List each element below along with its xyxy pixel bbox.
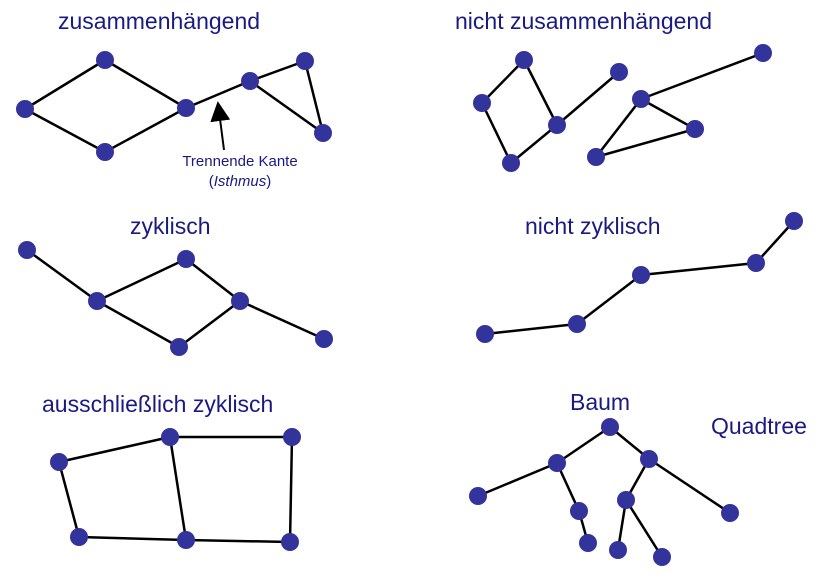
only-cyclic-node-2	[283, 428, 301, 446]
disconnected-edge-3	[510, 124, 558, 164]
disconnected-node-4	[610, 63, 628, 81]
title-only-cyclic: ausschließlich zyklisch	[42, 391, 274, 417]
acyclic-edge-3	[755, 220, 795, 264]
cyclic-edge-3	[185, 258, 241, 302]
disconnected-node-2	[548, 116, 566, 134]
connected-node-3	[177, 99, 195, 117]
cyclic-edge-0	[26, 248, 98, 303]
acyclic-edge-2	[640, 261, 757, 277]
disconnected-node-3	[502, 154, 520, 172]
tree-node-2	[640, 450, 658, 468]
connected-edge-4	[185, 79, 251, 110]
only-cyclic-node-0	[50, 453, 68, 471]
connected-node-4	[241, 72, 259, 90]
tree-node-6	[617, 491, 635, 509]
connected-edge-3	[104, 106, 187, 154]
acyclic-node-3	[747, 254, 765, 272]
cyclic-node-4	[170, 338, 188, 356]
only-cyclic-node-1	[161, 428, 179, 446]
tree-node-8	[653, 548, 671, 566]
connected-node-6	[314, 124, 332, 142]
isthmus-annotation: Trennende Kante (Isthmus)	[160, 152, 320, 192]
connected-edge-5	[249, 59, 306, 83]
cyclic-node-2	[177, 250, 195, 268]
cyclic-node-5	[315, 330, 333, 348]
disconnected-node-5	[632, 90, 650, 108]
connected-edge-6	[249, 79, 324, 135]
disconnected-node-1	[515, 51, 533, 69]
tree-edge-7	[624, 499, 664, 558]
title-tree: Baum	[570, 389, 631, 415]
connected-edge-0	[24, 58, 106, 111]
tree-node-1	[548, 454, 566, 472]
tree-node-0	[601, 418, 619, 436]
connected-edge-1	[24, 107, 106, 154]
disconnected-edge-4	[556, 71, 620, 126]
acyclic-edge-0	[484, 322, 578, 336]
disconnected-node-7	[686, 120, 704, 138]
cyclic-edge-5	[239, 299, 325, 341]
cyclic-node-3	[231, 292, 249, 310]
tree-node-3	[469, 487, 487, 505]
only-cyclic-edge-5	[78, 535, 187, 542]
acyclic-node-1	[568, 315, 586, 333]
acyclic-edge-1	[576, 274, 642, 325]
disconnected-node-6	[754, 44, 772, 62]
disconnected-edge-6	[640, 97, 696, 131]
disconnected-node-8	[587, 148, 605, 166]
only-cyclic-edge-2	[57, 461, 81, 538]
isthmus-label: Trennende Kante	[182, 153, 298, 170]
acyclic-node-4	[785, 212, 803, 230]
tree-edge-2	[477, 461, 558, 498]
isthmus-sublabel: (Isthmus)	[208, 173, 272, 190]
tree-node-7	[609, 541, 627, 559]
isthmus-arrow	[210, 101, 231, 151]
disconnected-edge-5	[640, 51, 764, 101]
disconnected-edge-2	[480, 102, 513, 164]
cyclic-edge-1	[96, 257, 187, 303]
only-cyclic-edge-6	[185, 538, 291, 544]
cyclic-edge-2	[96, 299, 180, 349]
only-cyclic-edge-0	[58, 435, 171, 464]
disconnected-node-0	[473, 94, 491, 112]
acyclic-node-2	[632, 266, 650, 284]
tree-node-5	[579, 534, 597, 552]
acyclic-node-0	[476, 325, 494, 343]
tree-node-9	[721, 504, 739, 522]
only-cyclic-node-3	[70, 528, 88, 546]
cyclic-node-0	[18, 241, 36, 259]
tree-edge-0	[556, 425, 611, 465]
disconnected-edge-8	[595, 127, 696, 159]
connected-node-0	[16, 100, 34, 118]
disconnected-edge-1	[522, 59, 559, 126]
title-cyclic: zyklisch	[130, 213, 211, 239]
tree-node-4	[570, 502, 588, 520]
connected-node-1	[96, 51, 114, 69]
only-cyclic-node-5	[281, 533, 299, 551]
title-quadtree: Quadtree	[711, 413, 807, 439]
only-cyclic-edge-4	[288, 436, 294, 543]
only-cyclic-node-4	[177, 531, 195, 549]
title-disconnected: nicht zusammenhängend	[455, 8, 712, 34]
title-connected: zusammenhängend	[58, 8, 261, 34]
connected-node-2	[96, 143, 114, 161]
cyclic-edge-4	[178, 300, 241, 348]
connected-edge-2	[104, 58, 187, 110]
disconnected-edge-0	[481, 59, 525, 104]
connected-edge-7	[303, 60, 325, 134]
cyclic-node-1	[88, 292, 106, 310]
connected-node-5	[296, 52, 314, 70]
only-cyclic-edge-3	[168, 436, 188, 541]
tree-edge-8	[648, 457, 731, 515]
disconnected-edge-7	[595, 98, 642, 158]
title-acyclic: nicht zyklisch	[525, 213, 661, 239]
